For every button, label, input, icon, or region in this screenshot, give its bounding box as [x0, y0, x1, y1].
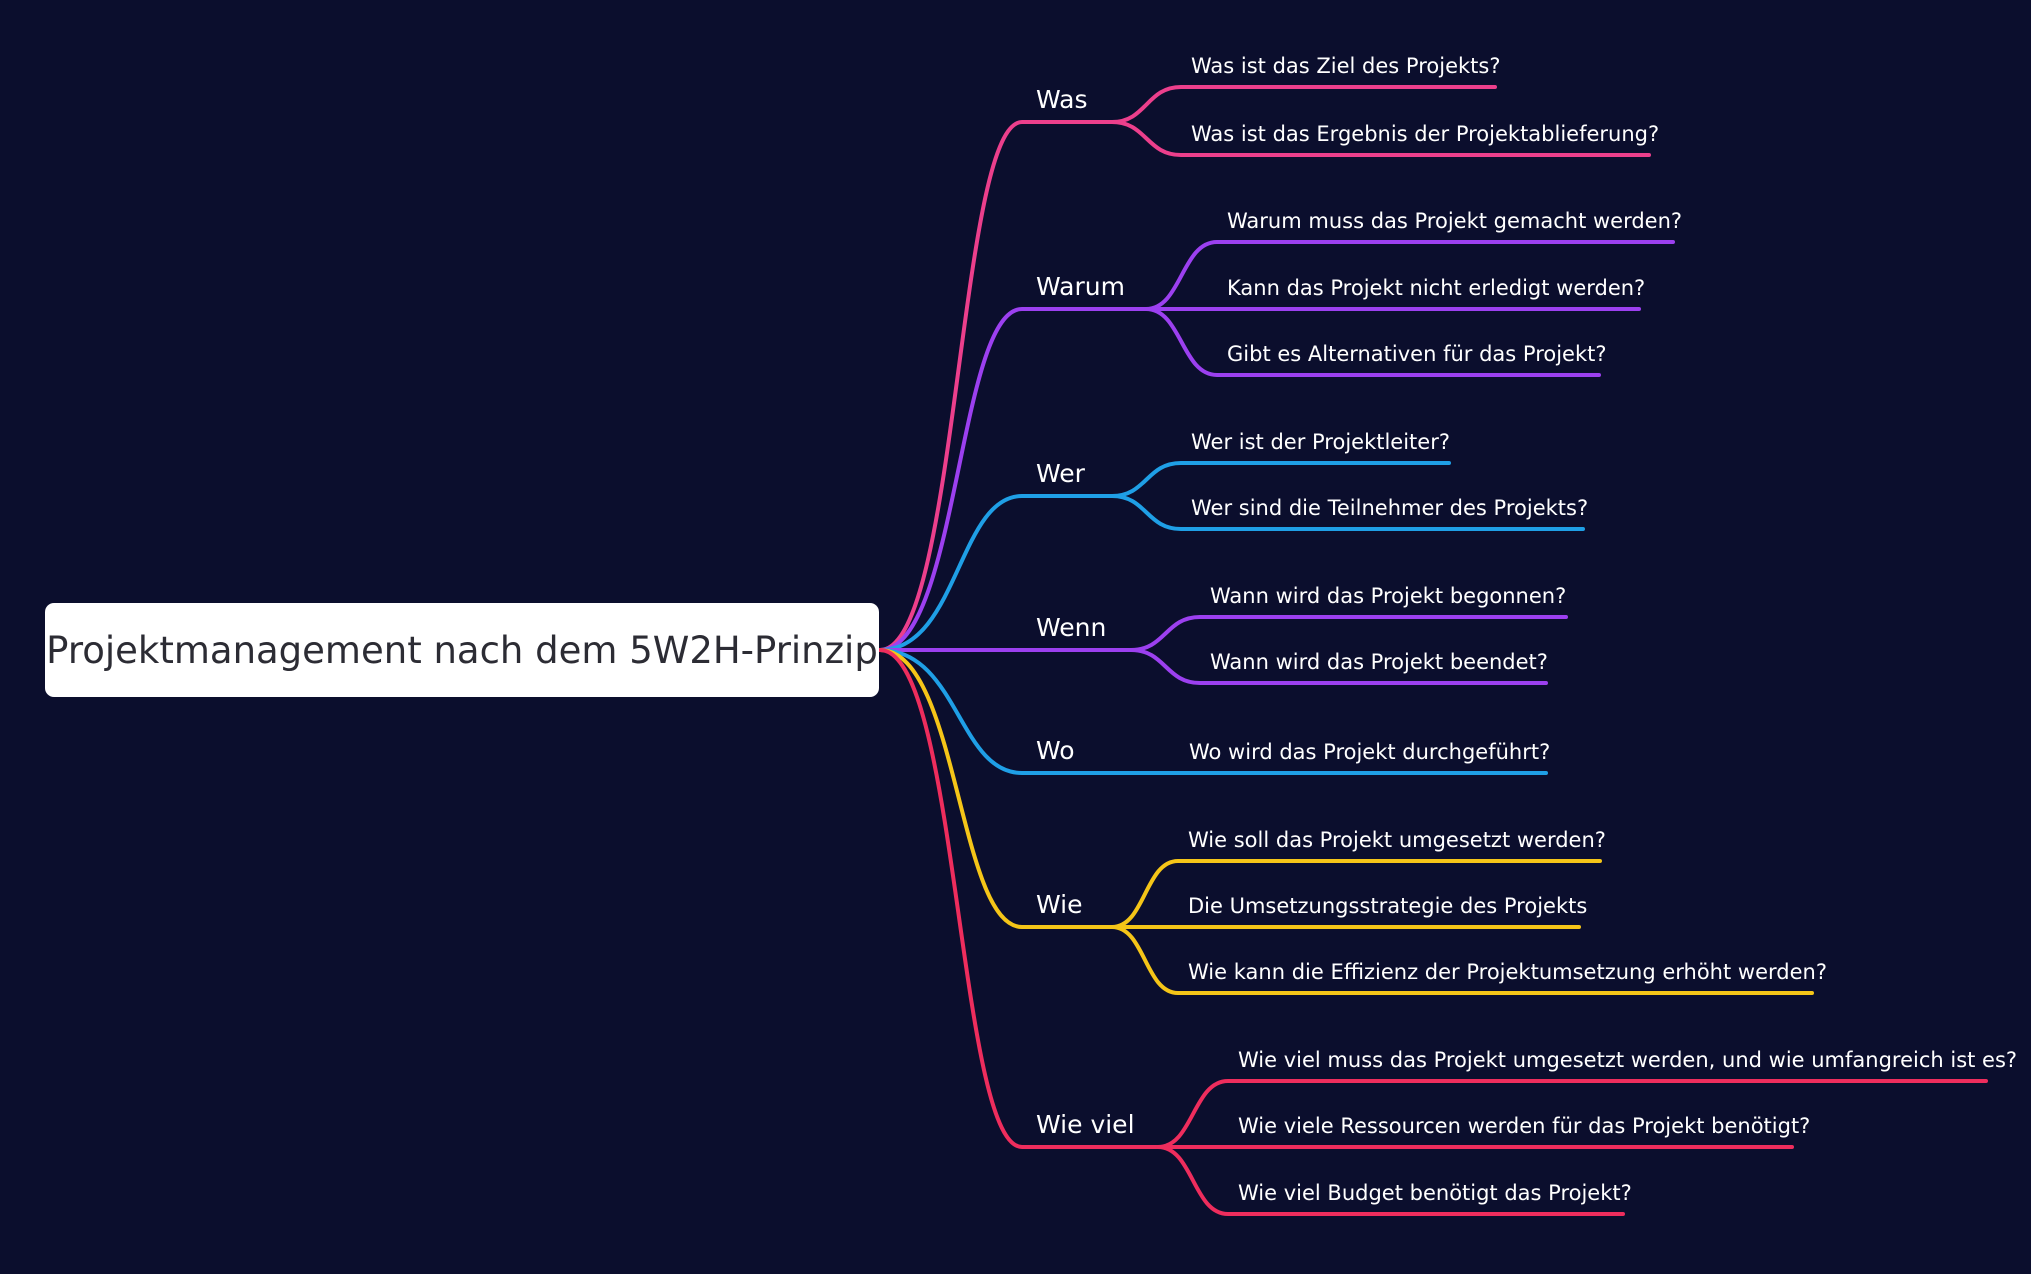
leaf-topic-4-0[interactable]: Wo wird das Projekt durchgeführt?	[1189, 740, 1551, 764]
leaf-connector-2-0	[1110, 461, 1451, 498]
leaf-topic-6-0[interactable]: Wie viel muss das Projekt umgesetzt werd…	[1238, 1048, 2018, 1072]
branch-connector-1	[878, 307, 1148, 652]
branch-topic-4[interactable]: Wo	[1036, 736, 1075, 765]
leaf-topic-5-1[interactable]: Die Umsetzungsstrategie des Projekts	[1188, 894, 1588, 918]
branch-connector-4	[878, 648, 1133, 775]
branch-connector-5	[878, 648, 1114, 929]
leaf-connector-3-0	[1129, 615, 1568, 652]
root-topic-label: Projektmanagement nach dem 5W2H-Prinzip	[46, 628, 878, 672]
branch-topic-0[interactable]: Was	[1036, 85, 1088, 114]
leaf-connector-0-1	[1110, 120, 1651, 157]
leaf-topic-0-1[interactable]: Was ist das Ergebnis der Projektabliefer…	[1191, 122, 1660, 146]
leaf-topic-6-1[interactable]: Wie viele Ressourcen werden für das Proj…	[1238, 1114, 1811, 1138]
branch-topic-5[interactable]: Wie	[1036, 890, 1083, 919]
leaf-topic-3-0[interactable]: Wann wird das Projekt begonnen?	[1210, 584, 1567, 608]
leaf-connector-5-2	[1110, 925, 1814, 995]
leaf-connector-0-0	[1110, 85, 1497, 124]
branch-connector-0	[878, 120, 1114, 652]
leaf-topic-0-0[interactable]: Was ist das Ziel des Projekts?	[1191, 54, 1501, 78]
branch-topic-6[interactable]: Wie viel	[1036, 1110, 1135, 1139]
leaf-topic-5-2[interactable]: Wie kann die Effizienz der Projektumsetz…	[1188, 960, 1827, 984]
branch-topic-1[interactable]: Warum	[1036, 272, 1125, 301]
leaf-connector-3-1	[1129, 648, 1548, 685]
leaf-connector-1-0	[1144, 240, 1675, 311]
leaf-connector-6-2	[1156, 1145, 1625, 1216]
branch-connector-2	[878, 494, 1114, 652]
leaf-topic-3-1[interactable]: Wann wird das Projekt beendet?	[1210, 650, 1548, 674]
leaf-connector-2-1	[1110, 494, 1585, 531]
leaf-topic-5-0[interactable]: Wie soll das Projekt umgesetzt werden?	[1188, 828, 1606, 852]
leaf-topic-2-1[interactable]: Wer sind die Teilnehmer des Projekts?	[1191, 496, 1589, 520]
leaf-topic-1-1[interactable]: Kann das Projekt nicht erledigt werden?	[1227, 276, 1646, 300]
leaf-topic-6-2[interactable]: Wie viel Budget benötigt das Projekt?	[1238, 1181, 1632, 1205]
leaf-topic-1-2[interactable]: Gibt es Alternativen für das Projekt?	[1227, 342, 1607, 366]
leaf-connector-1-2	[1144, 307, 1601, 377]
leaf-topic-2-0[interactable]: Wer ist der Projektleiter?	[1191, 430, 1450, 454]
root-topic[interactable]: Projektmanagement nach dem 5W2H-Prinzip	[45, 603, 879, 697]
branch-connector-6	[878, 648, 1160, 1149]
leaf-connector-6-0	[1156, 1079, 1988, 1149]
leaf-connector-5-0	[1110, 859, 1602, 929]
leaf-topic-1-0[interactable]: Warum muss das Projekt gemacht werden?	[1227, 209, 1683, 233]
branch-topic-3[interactable]: Wenn	[1036, 613, 1107, 642]
branch-topic-2[interactable]: Wer	[1036, 459, 1085, 488]
